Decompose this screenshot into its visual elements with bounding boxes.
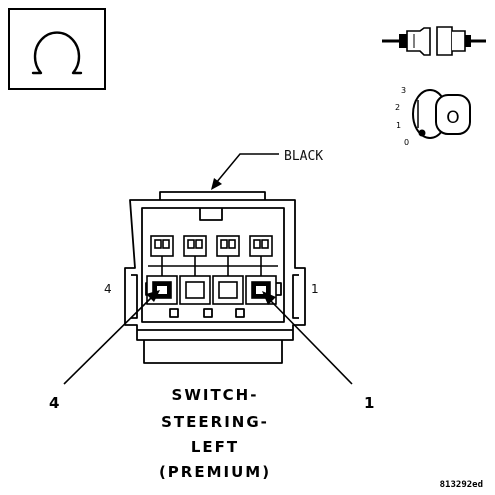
ohm-symbol-text: Ω [57, 61, 58, 63]
ignition-key-label: O [446, 108, 459, 128]
pin-label-left: 4 [104, 282, 112, 296]
disconnected-connector-icon [382, 26, 486, 56]
ignition-pos-2: 2 [395, 103, 400, 112]
color-leader-arrow [211, 153, 279, 190]
callout-arrow-left [63, 290, 160, 385]
ohm-meter-icon [8, 8, 106, 90]
figure-code: 813292ed [440, 480, 483, 490]
title-line-3: LEFT [191, 438, 239, 456]
callout-label-right: 1 [364, 394, 374, 412]
callout-label-left: 4 [49, 394, 59, 412]
cavity-pin-3 [179, 235, 211, 305]
title-line-4: (PREMIUM) [159, 463, 271, 481]
ignition-pos-1: 1 [396, 121, 401, 130]
callout-arrow-right [262, 291, 353, 385]
terminal-cavities [146, 235, 278, 305]
pin-label-right: 1 [311, 282, 319, 296]
ignition-pos-0: 0 [404, 138, 409, 147]
title-line-2: STEERING- [161, 413, 269, 431]
ignition-pos-3: 3 [401, 86, 406, 95]
wire-color-label: BLACK [284, 149, 323, 164]
component-title: SWITCH- STEERING- LEFT (PREMIUM) [159, 386, 271, 481]
ignition-key-off-icon: 3 2 1 0 O [395, 86, 471, 147]
title-line-1: SWITCH- [172, 386, 259, 404]
